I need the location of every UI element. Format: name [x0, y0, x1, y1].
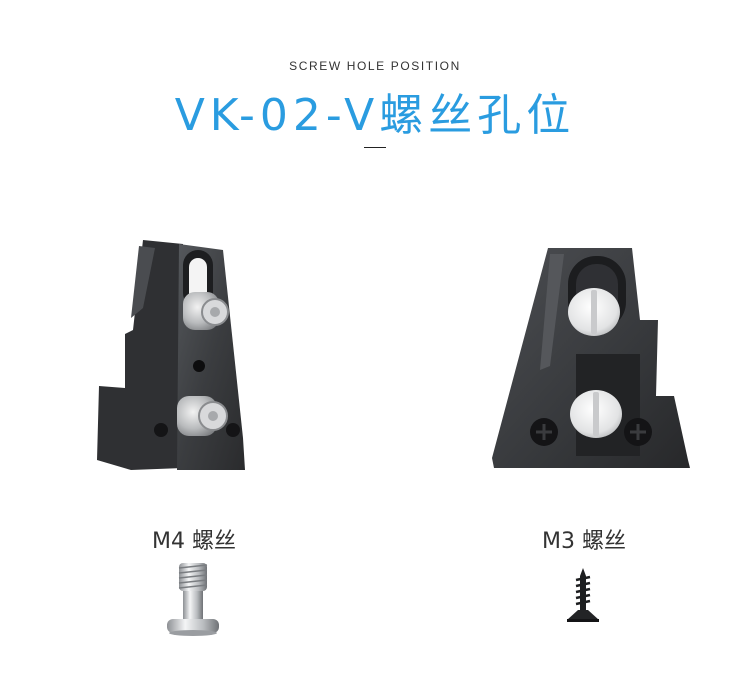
bracket-m4-icon — [97, 240, 245, 470]
section-subtitle: SCREW HOLE POSITION — [289, 59, 461, 73]
title-divider — [364, 147, 386, 148]
caption-m4: M4 螺丝 — [152, 529, 236, 554]
m3-countersunk-screw-icon — [567, 568, 599, 622]
m4-thumb-screw-icon — [167, 563, 219, 636]
page-title: VK-02-V螺丝孔位 — [174, 90, 576, 141]
bracket-m3-icon — [492, 248, 690, 468]
caption-m3: M3 螺丝 — [542, 529, 626, 554]
